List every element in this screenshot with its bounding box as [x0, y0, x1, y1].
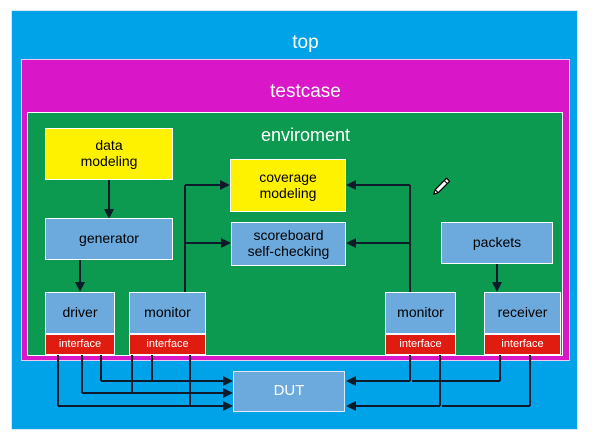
block-label: receiver [497, 304, 548, 321]
interface-label: interface [58, 338, 102, 351]
block-label: packets [472, 234, 522, 251]
block-monitor-right[interactable]: monitor [385, 292, 456, 334]
block-label: monitor [144, 304, 191, 321]
interface-label: interface [146, 338, 189, 351]
label-line-1: data [95, 137, 123, 154]
block-dut[interactable]: DUT [233, 371, 345, 412]
label-line-1: scoreboard [253, 227, 324, 244]
block-label: scoreboard self-checking [247, 227, 330, 259]
block-label: DUT [273, 382, 305, 400]
block-receiver[interactable]: receiver [484, 292, 561, 334]
block-label: generator [79, 230, 139, 247]
block-generator[interactable]: generator [45, 218, 173, 260]
block-driver[interactable]: driver [45, 292, 115, 334]
block-label: monitor [397, 304, 444, 321]
interface-label: interface [501, 338, 544, 351]
block-label: driver [62, 304, 98, 321]
block-receiver-interface[interactable]: interface [484, 334, 561, 355]
block-label: data modeling [80, 137, 138, 169]
block-packets[interactable]: packets [441, 222, 553, 264]
pencil-cursor-icon [433, 177, 451, 195]
block-label: coverage modeling [259, 168, 317, 201]
testcase-title: testcase [270, 81, 341, 102]
block-monitor-left-interface[interactable]: interface [129, 334, 206, 355]
environment-title: enviroment [260, 125, 351, 145]
label-line-1: coverage [259, 168, 317, 185]
block-scoreboard[interactable]: scoreboard self-checking [231, 222, 346, 266]
top-title: top [292, 32, 319, 53]
block-monitor-right-interface[interactable]: interface [385, 334, 456, 355]
label-line-2: modeling [259, 184, 317, 201]
block-monitor-left[interactable]: monitor [129, 292, 206, 334]
label-line-2: self-checking [247, 243, 330, 259]
block-data-modeling[interactable]: data modeling [45, 128, 173, 180]
label-line-2: modeling [80, 153, 138, 169]
interface-label: interface [399, 338, 442, 351]
block-driver-interface[interactable]: interface [45, 334, 115, 355]
block-coverage-modeling[interactable]: coverage modeling [230, 159, 346, 212]
